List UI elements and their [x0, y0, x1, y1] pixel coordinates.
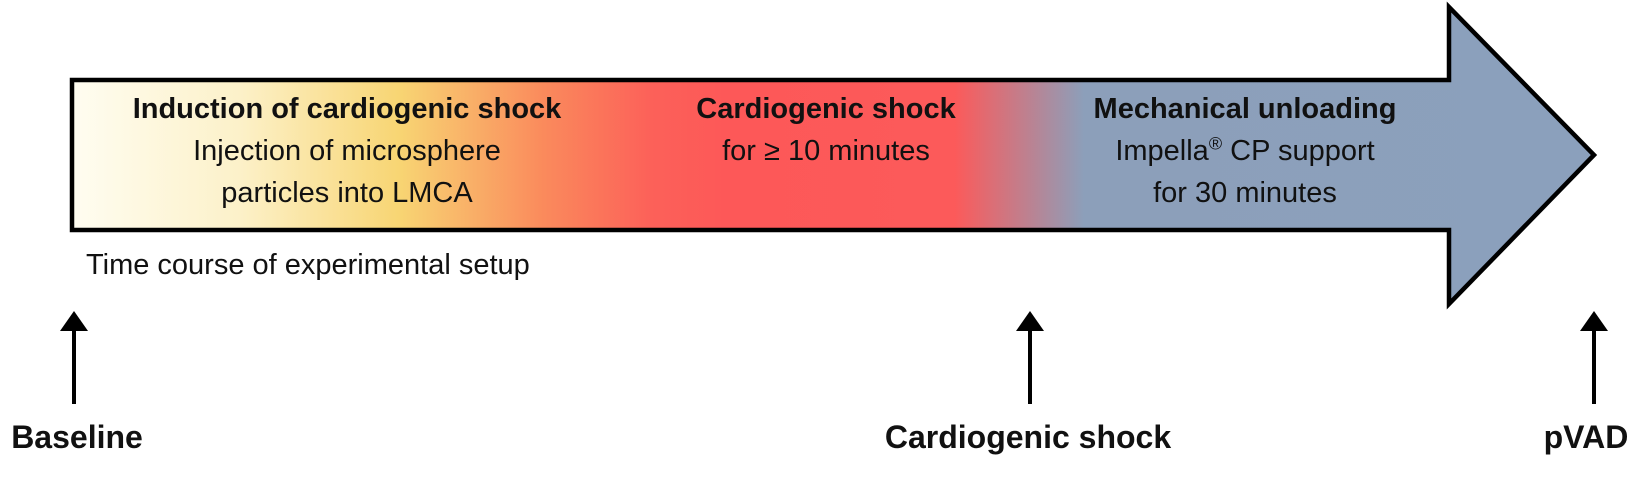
phase-mechanical-unloading-title: Mechanical unloading: [1093, 93, 1397, 125]
phase-induction-line2: particles into LMCA: [221, 177, 473, 209]
registered-trademark-symbol: ®: [1208, 133, 1223, 154]
impella-text: Impella: [1115, 135, 1209, 167]
up-arrow-stem: [1592, 330, 1596, 404]
marker-label-cardiogenic-shock: Cardiogenic shock: [884, 419, 1172, 455]
up-arrow-head: [1016, 311, 1044, 331]
phase-mechanical-unloading: Mechanical unloading Impella® CP support…: [1045, 88, 1445, 214]
impella-support-text: CP support: [1222, 135, 1375, 167]
up-arrow-stem: [72, 330, 76, 404]
up-arrow-icon-pvad: [1580, 311, 1608, 404]
up-arrow-icon-baseline: [60, 311, 88, 404]
phase-cardiogenic-shock: Cardiogenic shock for ≥ 10 minutes: [656, 88, 996, 172]
phase-induction: Induction of cardiogenic shock Injection…: [77, 88, 617, 214]
up-arrow-icon-cardiogenic-shock: [1016, 311, 1044, 404]
phase-mechanical-unloading-line2: for 30 minutes: [1153, 177, 1337, 209]
phase-cardiogenic-shock-line1: for ≥ 10 minutes: [722, 135, 930, 167]
up-arrow-stem: [1028, 330, 1032, 404]
phase-cardiogenic-shock-title: Cardiogenic shock: [696, 93, 956, 125]
up-arrow-head: [1580, 311, 1608, 331]
phase-induction-line1: Injection of microsphere: [193, 135, 501, 167]
up-arrow-head: [60, 311, 88, 331]
marker-label-pvad: pVAD: [1543, 419, 1629, 455]
phase-induction-title: Induction of cardiogenic shock: [132, 93, 562, 125]
marker-label-baseline: Baseline: [11, 419, 143, 455]
figure-caption: Time course of experimental setup: [86, 249, 530, 281]
phase-mechanical-unloading-line1: Impella® CP support: [1045, 130, 1445, 172]
timeline-arrow-shape: [69, 1, 1598, 310]
